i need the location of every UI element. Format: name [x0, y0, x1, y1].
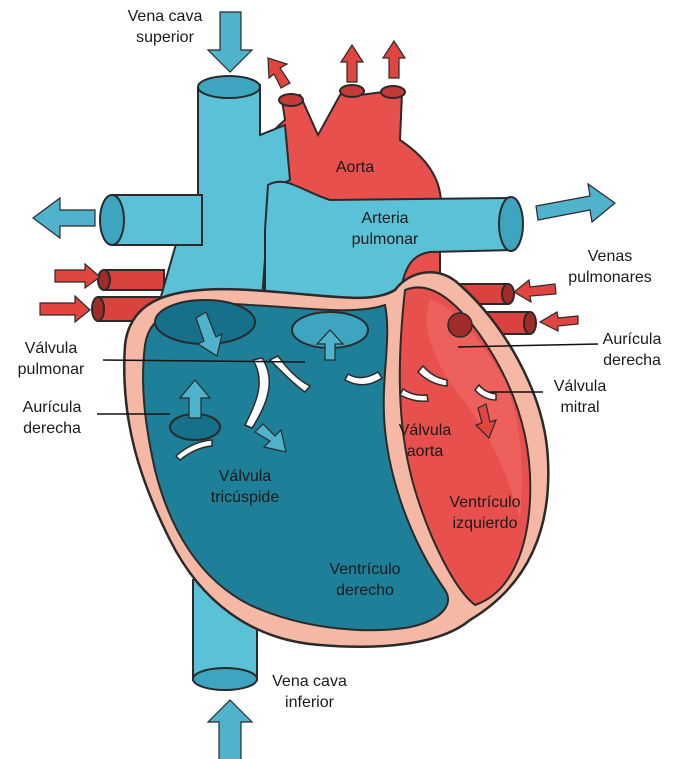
arrow-vp-right-2 — [540, 312, 578, 331]
arrow-left-out — [33, 198, 95, 238]
arrow-vp-left-2 — [40, 296, 90, 322]
label-venas-pulmonares: Venas pulmonares — [555, 246, 665, 288]
label-aorta: Aorta — [320, 157, 390, 178]
pulmonary-artery-left-branch — [100, 195, 202, 245]
label-vena-cava-inferior: Vena cava inferior — [262, 671, 357, 713]
arrow-aorta-up-mid — [341, 45, 363, 82]
arrow-right-out — [536, 184, 615, 222]
arrow-aorta-up-right — [383, 41, 405, 78]
label-arteria-pulmonar: Arteria pulmonar — [335, 208, 435, 250]
label-auricula-derecha-right: Aurícula derecha — [592, 329, 672, 371]
left-atrium-spot — [448, 313, 472, 337]
arrow-aorta-up-left — [268, 58, 290, 88]
arrow-vp-right-1 — [514, 280, 556, 302]
arrow-vp-left-1 — [55, 264, 100, 288]
label-ventriculo-izquierdo: Ventrículo izquierdo — [440, 492, 530, 534]
label-valvula-mitral: Válvula mitral — [545, 376, 615, 418]
label-auricula-derecha-left: Aurícula derecha — [12, 397, 92, 439]
label-ventriculo-derecho: Ventrículo derecho — [320, 559, 410, 601]
label-valvula-aorta: Válvula aorta — [390, 420, 460, 462]
label-vena-cava-superior: Vena cava superior — [120, 6, 210, 48]
arrow-superior-down — [208, 12, 252, 72]
arrow-inferior-up — [208, 700, 252, 759]
label-valvula-tricuspide: Válvula tricúspide — [200, 466, 290, 508]
label-valvula-pulmonar: Válvula pulmonar — [6, 338, 96, 380]
